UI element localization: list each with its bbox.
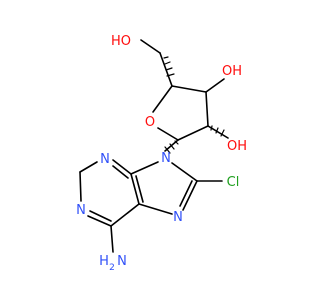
bond-c2-c1 bbox=[177, 125, 209, 141]
label-nh2-n: N bbox=[117, 254, 127, 269]
bond-c3-oh bbox=[205, 78, 225, 93]
bond-c8-n7a bbox=[182, 180, 198, 211]
stereo-hashes bbox=[163, 56, 225, 154]
bond-c4-n3b bbox=[112, 165, 129, 179]
bond-c2-n1 bbox=[79, 171, 82, 202]
bond-c1-ring-o bbox=[157, 127, 179, 141]
bond-n7-c5 bbox=[138, 203, 173, 215]
structure-diagram: HO OH O OH N N N N Cl H 2 N bbox=[76, 34, 247, 273]
hash-c2-2 bbox=[215, 127, 219, 134]
label-n3: N bbox=[100, 152, 110, 167]
bond-n9-c4 bbox=[130, 161, 159, 175]
bond-c4-c3 bbox=[171, 85, 207, 93]
bond-n1-c6a bbox=[87, 215, 112, 227]
hash-c1-3 bbox=[164, 146, 171, 154]
bond-n1-c6b bbox=[89, 210, 112, 222]
hash-c1-2 bbox=[169, 143, 175, 150]
bond-ring-o-c4 bbox=[152, 85, 173, 113]
label-nh2-h: H bbox=[99, 254, 109, 269]
bond-c4-c5a bbox=[130, 173, 140, 205]
bond-n3-c2 bbox=[79, 161, 98, 173]
hash-c2-1 bbox=[210, 125, 213, 131]
label-ring-o: O bbox=[145, 115, 155, 130]
bond-c6-nh2 bbox=[110, 225, 114, 253]
label-oh-right: OH bbox=[222, 64, 242, 79]
hash-c2-3 bbox=[220, 129, 225, 137]
bond-c4-n3a bbox=[112, 159, 132, 175]
bond-c3-c2 bbox=[205, 91, 209, 127]
bond-c4-c5b bbox=[135, 175, 144, 203]
bond-o-ch2 bbox=[140, 39, 161, 54]
label-cl: Cl bbox=[227, 175, 240, 190]
label-oh-bottom: OH bbox=[227, 139, 247, 154]
label-n1: N bbox=[76, 203, 86, 218]
atom-labels: HO OH O OH N N N N Cl H 2 N bbox=[76, 34, 247, 273]
molecule-canvas: HO OH O OH N N N N Cl H 2 N bbox=[76, 34, 247, 273]
bond-c8-n7b bbox=[179, 180, 193, 207]
label-n7: N bbox=[173, 210, 183, 225]
bond-c6-c5 bbox=[110, 203, 140, 227]
bond-n9-c8 bbox=[171, 162, 198, 182]
hash-c4-4 bbox=[166, 73, 175, 77]
bonds bbox=[79, 39, 229, 253]
label-n9: N bbox=[161, 151, 171, 166]
label-nh2-sub: 2 bbox=[109, 263, 115, 273]
hash-c1-1 bbox=[174, 140, 179, 145]
hash-c4-1 bbox=[163, 56, 169, 59]
hash-c4-3 bbox=[165, 67, 173, 71]
hash-c4-2 bbox=[164, 61, 171, 65]
label-oh-top: HO bbox=[111, 34, 131, 49]
